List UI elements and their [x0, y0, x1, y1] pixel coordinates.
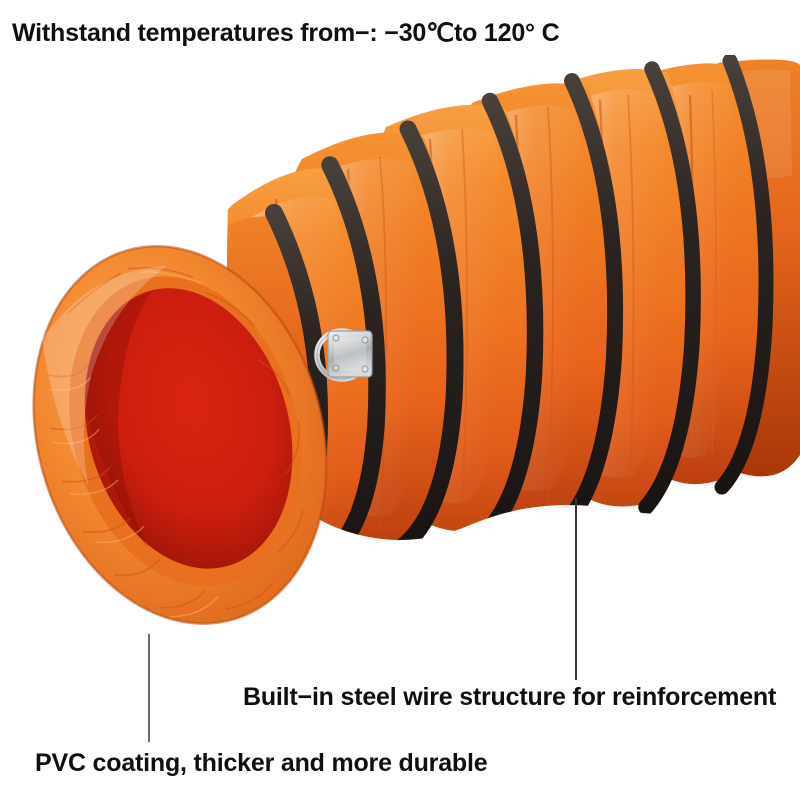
rivet	[332, 364, 340, 372]
buckle-plate	[327, 330, 373, 378]
rivet	[332, 334, 340, 342]
leader-line-pvc-coating	[148, 634, 150, 742]
duct-product-photo	[0, 55, 800, 655]
rivet	[361, 336, 369, 344]
cuff-fold-lines	[48, 267, 305, 610]
leader-line-steel-wire	[575, 498, 577, 680]
duct-open-end	[32, 245, 328, 625]
duct-interior	[84, 288, 293, 569]
duct-rib	[393, 120, 464, 540]
duct-rib	[638, 61, 701, 515]
callout-label-pvc-coating: PVC coating, thicker and more durable	[35, 749, 488, 777]
callout-label-steel-wire: Built−in steel wire structure for reinfo…	[243, 683, 777, 711]
metal-d-ring-buckle	[314, 328, 373, 382]
duct-rib	[714, 55, 774, 495]
rivet	[361, 365, 369, 373]
duct-rib	[475, 92, 544, 540]
temperature-range-caption: Withstand temperatures from−: −30℃to 120…	[12, 19, 560, 47]
duct-rib	[315, 156, 386, 540]
duct-rib	[558, 73, 624, 531]
